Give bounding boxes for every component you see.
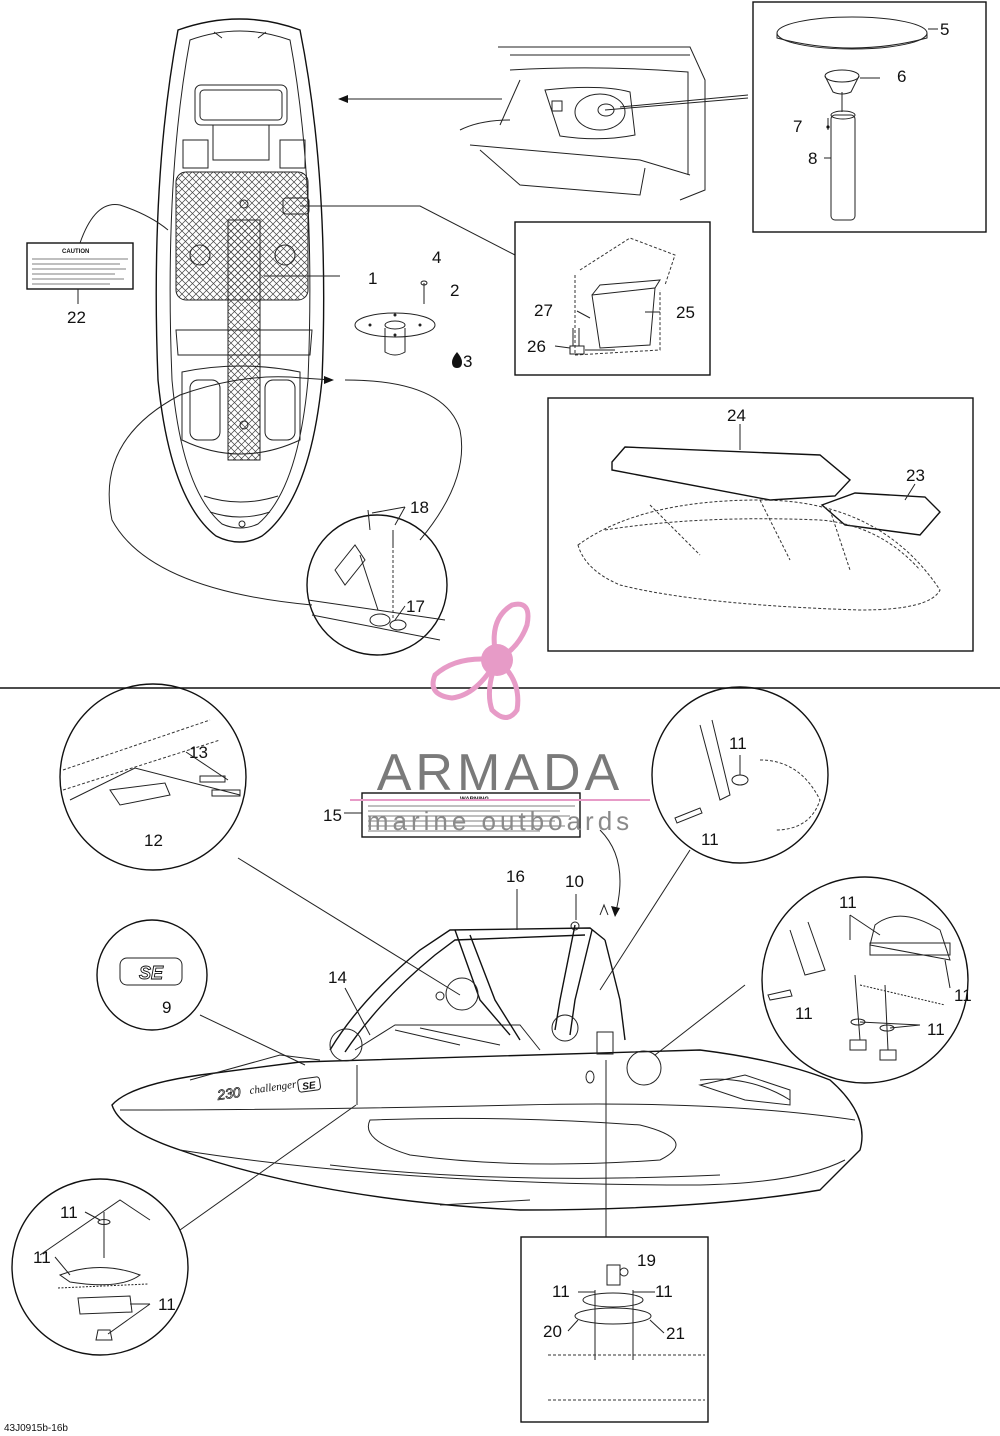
callout-26: 26 bbox=[527, 337, 546, 356]
emblem-detail: SE bbox=[96, 919, 208, 1031]
callout-1: 1 bbox=[368, 269, 377, 288]
callout-11-i: 11 bbox=[158, 1295, 176, 1314]
callout-24: 24 bbox=[727, 406, 746, 425]
caution-heading: CAUTION bbox=[62, 249, 89, 255]
caution-decal: CAUTION bbox=[26, 242, 134, 304]
callout-11-d: 11 bbox=[954, 986, 972, 1005]
hull-model-text: 230 bbox=[215, 1084, 242, 1103]
callout-11-k: 11 bbox=[655, 1282, 673, 1301]
callout-20: 20 bbox=[543, 1322, 562, 1341]
watermark: ARMADA marine outboards bbox=[350, 601, 650, 836]
table-base bbox=[354, 280, 462, 368]
watermark-tagline: marine outboards bbox=[367, 806, 633, 836]
tower-base-detail bbox=[761, 876, 969, 1084]
callout-4: 4 bbox=[432, 248, 441, 267]
tow-pylon-box bbox=[520, 1236, 709, 1423]
callout-15: 15 bbox=[323, 806, 342, 825]
callout-11-e: 11 bbox=[795, 1004, 813, 1023]
figure-code: 43J0915b-16b bbox=[4, 1423, 68, 1434]
callout-6: 6 bbox=[897, 67, 906, 86]
callout-5: 5 bbox=[940, 20, 949, 39]
glove-box-view bbox=[459, 46, 749, 201]
hull-badge-text: SE bbox=[302, 1080, 317, 1093]
callout-14: 14 bbox=[328, 968, 347, 987]
callout-21: 21 bbox=[666, 1324, 685, 1343]
callout-19: 19 bbox=[637, 1251, 656, 1270]
callout-17: 17 bbox=[406, 597, 425, 616]
boat-side-view: 230 challenger SE bbox=[111, 1024, 863, 1211]
callout-3: 3 bbox=[463, 352, 472, 371]
callout-11-g: 11 bbox=[60, 1203, 78, 1222]
callout-13: 13 bbox=[189, 743, 208, 762]
callout-9: 9 bbox=[162, 998, 171, 1017]
watermark-brand: ARMADA bbox=[377, 744, 623, 802]
callout-16: 16 bbox=[506, 867, 525, 886]
callout-11-f: 11 bbox=[927, 1020, 945, 1039]
tie-down-detail bbox=[306, 509, 448, 656]
callout-11-a: 11 bbox=[729, 734, 747, 753]
callout-11-j: 11 bbox=[552, 1282, 570, 1301]
hull-script-text: challenger bbox=[249, 1078, 298, 1097]
leader-lines bbox=[54, 77, 951, 1335]
boat-top-view bbox=[155, 18, 325, 543]
callout-25: 25 bbox=[676, 303, 695, 322]
callout-22: 22 bbox=[67, 308, 86, 327]
callout-27: 27 bbox=[534, 301, 553, 320]
callout-11-h: 11 bbox=[33, 1248, 51, 1267]
callout-18: 18 bbox=[410, 498, 429, 517]
fastener-detail-left bbox=[11, 1178, 189, 1356]
callout-7: 7 bbox=[793, 117, 802, 136]
callout-labels: 1 2 3 4 5 6 7 8 9 10 12 13 14 15 16 17 1… bbox=[4, 20, 972, 1434]
emblem-text: SE bbox=[139, 963, 164, 983]
callout-11-c: 11 bbox=[839, 893, 857, 912]
callout-12: 12 bbox=[144, 831, 163, 850]
mirror-detail bbox=[59, 683, 247, 871]
storage-bin-box bbox=[514, 221, 711, 376]
callout-2: 2 bbox=[450, 281, 459, 300]
callout-8: 8 bbox=[808, 149, 817, 168]
boat-cover-box bbox=[547, 397, 974, 652]
table-parts-box bbox=[752, 1, 987, 233]
wakeboard-tower bbox=[329, 903, 662, 1086]
callout-23: 23 bbox=[906, 466, 925, 485]
callout-10: 10 bbox=[565, 872, 584, 891]
callout-11-b: 11 bbox=[701, 830, 719, 849]
tower-top-detail bbox=[651, 686, 829, 864]
